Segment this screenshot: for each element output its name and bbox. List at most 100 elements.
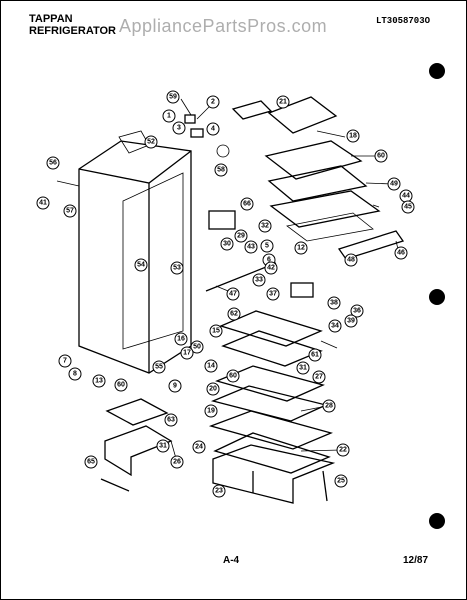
callout-label: 31 — [299, 365, 307, 372]
callout-21: 21 — [276, 95, 290, 109]
callout-19: 19 — [204, 404, 218, 418]
callout-label: 6 — [267, 257, 271, 264]
model-number: LT3058703O — [376, 16, 431, 26]
callout-label: 43 — [247, 244, 255, 251]
callout-50: 50 — [190, 340, 204, 354]
callout-45: 45 — [401, 200, 415, 214]
callout-circle — [346, 129, 360, 143]
callout-circle — [172, 121, 186, 135]
callout-label: 27 — [315, 374, 323, 381]
callout-label: 28 — [325, 403, 333, 410]
callout-label: 20 — [209, 386, 217, 393]
callout-label: 2 — [211, 99, 215, 106]
callout-label: 46 — [397, 250, 405, 257]
callout-circle — [226, 287, 240, 301]
callout-circle — [170, 261, 184, 275]
callout-label: 54 — [137, 262, 145, 269]
callout-27: 27 — [312, 370, 326, 384]
callout-circle — [401, 200, 415, 214]
callout-label: 1 — [167, 113, 171, 120]
callout-label: 39 — [347, 318, 355, 325]
callout-55: 55 — [152, 360, 166, 374]
brand-title: TAPPAN — [29, 13, 73, 25]
callout-60: 60 — [114, 378, 128, 392]
callout-66: 66 — [240, 197, 254, 211]
callout-18: 18 — [346, 129, 360, 143]
callout-57: 57 — [63, 204, 77, 218]
callout-label: 16 — [177, 336, 185, 343]
callout-9: 9 — [168, 379, 182, 393]
callout-label: 31 — [159, 443, 167, 450]
cabinet-drawing — [78, 130, 192, 374]
callout-label: 8 — [73, 371, 77, 378]
callout-label: 7 — [63, 358, 67, 365]
callout-circle — [296, 361, 310, 375]
callout-label: 53 — [173, 265, 181, 272]
callout-31: 31 — [156, 439, 170, 453]
callout-26: 26 — [170, 455, 184, 469]
callout-label: 9 — [173, 383, 177, 390]
callout-circle — [46, 156, 60, 170]
callout-label: 59 — [169, 94, 177, 101]
callout-circle — [226, 369, 240, 383]
callout-label: 42 — [267, 265, 275, 272]
callout-circle — [276, 95, 290, 109]
callout-circle — [328, 319, 342, 333]
page-number: A-4 — [223, 555, 240, 566]
callout-24: 24 — [192, 440, 206, 454]
callout-41: 41 — [36, 196, 50, 210]
callout-3: 3 — [172, 121, 186, 135]
callout-label: 65 — [87, 459, 95, 466]
callout-29: 29 — [234, 229, 248, 243]
callout-circle — [152, 360, 166, 374]
callout-label: 49 — [390, 181, 398, 188]
callout-39: 39 — [344, 314, 358, 328]
callout-52: 52 — [144, 135, 158, 149]
callout-circle — [144, 135, 158, 149]
callout-label: 19 — [207, 408, 215, 415]
callout-label: 33 — [255, 277, 263, 284]
callout-label: 56 — [49, 160, 57, 167]
callout-8: 8 — [68, 367, 82, 381]
callout-label: 50 — [193, 344, 201, 351]
callout-65: 65 — [84, 455, 98, 469]
callout-circle — [174, 332, 188, 346]
callout-circle — [294, 241, 308, 255]
callout-circle — [68, 367, 82, 381]
callout-circle — [266, 287, 280, 301]
callout-label: 22 — [339, 447, 347, 454]
callout-label: 61 — [311, 352, 319, 359]
callout-43: 43 — [244, 240, 258, 254]
callout-12: 12 — [294, 241, 308, 255]
callout-42: 42 — [264, 261, 278, 275]
callout-circle — [264, 261, 278, 275]
callout-circle — [170, 455, 184, 469]
callout-label: 4 — [211, 126, 215, 133]
callout-label: 48 — [347, 257, 355, 264]
callout-label: 30 — [223, 241, 231, 248]
callout-circle — [204, 359, 218, 373]
callout-label: 15 — [212, 328, 220, 335]
callout-label: 13 — [95, 378, 103, 385]
callout-circle — [206, 382, 220, 396]
watermark: AppliancePartsPros.com — [119, 16, 328, 36]
callout-62: 62 — [227, 307, 241, 321]
callout-36: 36 — [350, 304, 364, 318]
crisper-drawers — [100, 398, 336, 504]
product-type: REFRIGERATOR — [29, 25, 116, 37]
callout-label: 45 — [404, 204, 412, 211]
callout-label: 37 — [269, 291, 277, 298]
callout-circle — [344, 314, 358, 328]
callout-circle — [244, 240, 258, 254]
callout-label: 57 — [66, 208, 74, 215]
callout-circle — [387, 177, 401, 191]
callout-circle — [214, 163, 228, 177]
callout-circle — [180, 346, 194, 360]
callout-20: 20 — [206, 382, 220, 396]
callout-label: 62 — [230, 311, 238, 318]
callout-60: 60 — [226, 369, 240, 383]
callout-label: 66 — [243, 201, 251, 208]
callout-circle — [206, 95, 220, 109]
callout-label: 5 — [265, 243, 269, 250]
